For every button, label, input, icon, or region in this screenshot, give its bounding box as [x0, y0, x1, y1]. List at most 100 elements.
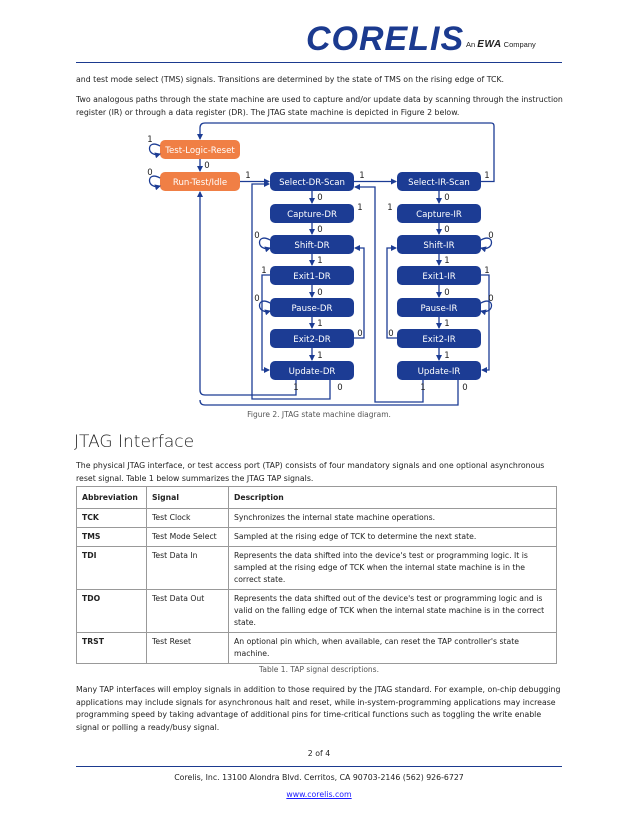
- label-capture-ir-1: 1: [387, 203, 392, 213]
- state-exit2-dr-label: Exit2-DR: [293, 335, 330, 345]
- label-update-ir-0: 0: [462, 383, 467, 393]
- label-pause-ir-to-exit2: 1: [444, 319, 449, 329]
- label-exit2-ir-0: 0: [388, 329, 393, 339]
- header-rule: [76, 62, 562, 63]
- label-capture-dr-to-shift: 0: [317, 225, 322, 235]
- arrow-pause-ir-self: [480, 300, 493, 316]
- arrow-rti-self: [148, 175, 161, 191]
- intro-paragraph-1: and test mode select (TMS) signals. Tran…: [76, 75, 505, 84]
- arrow-shift-ir-self: [480, 237, 493, 253]
- arrow-exit2-dr-to-shift-dr: [354, 245, 365, 339]
- label-exit1-dr-to-pause: 0: [317, 288, 322, 298]
- tagline-pre: An: [466, 40, 476, 49]
- table-cell-signal: Test Clock: [146, 508, 229, 528]
- state-exit1-ir-label: Exit1-IR: [422, 272, 455, 282]
- label-exit1-ir-to-pause: 0: [444, 288, 449, 298]
- state-update-dr-label: Update-DR: [289, 367, 336, 377]
- state-exit1-dr: [270, 266, 354, 285]
- transition-arrows: [148, 122, 495, 406]
- label-select-ir-to-tlr: 1: [484, 171, 489, 181]
- label-update-dr-1: 1: [293, 383, 298, 393]
- logo-brand: CORELIS: [306, 20, 465, 58]
- state-update-ir: [397, 361, 481, 380]
- state-select-ir-scan: [397, 172, 481, 191]
- transition-labels: 1 0 0 1 1 1 0 0 1 1 0 0 0 0 1 1 1 1 0 0 …: [147, 135, 493, 393]
- footer-rule: [76, 766, 562, 767]
- footer-website-link[interactable]: www.corelis.com: [286, 790, 352, 799]
- state-exit2-ir-label: Exit2-IR: [422, 335, 455, 345]
- state-capture-dr: [270, 204, 354, 223]
- figure-caption: Figure 2. JTAG state machine diagram.: [247, 410, 391, 419]
- table-row: TCK Test Clock Synchronizes the internal…: [76, 508, 557, 528]
- state-shift-dr-label: Shift-DR: [294, 241, 329, 251]
- section-paragraph: The physical JTAG interface, or test acc…: [76, 461, 545, 483]
- label-update-ir-1: 1: [420, 383, 425, 393]
- label-exit1-ir-1: 1: [484, 266, 489, 276]
- state-capture-dr-label: Capture-DR: [287, 210, 337, 220]
- table-cell-desc: Sampled at the rising edge of TCK to det…: [228, 527, 557, 547]
- state-capture-ir: [397, 204, 481, 223]
- state-pause-ir: [397, 298, 481, 317]
- state-run-test-idle-label: Run-Test/Idle: [173, 178, 227, 188]
- state-boxes: Test-Logic-Reset Run-Test/Idle Select-DR…: [160, 140, 481, 380]
- label-tlr-to-rti: 0: [204, 161, 209, 171]
- state-update-ir-label: Update-IR: [418, 367, 461, 377]
- table-cell-signal: Test Reset: [146, 632, 229, 664]
- arrow-exit1-dr-to-update-dr: [261, 274, 270, 373]
- state-pause-dr: [270, 298, 354, 317]
- state-test-logic-reset-label: Test-Logic-Reset: [164, 146, 235, 156]
- arrow-update-ir-to-select-dr: [354, 184, 424, 403]
- table-cell-desc: Represents the data shifted into the dev…: [228, 546, 557, 590]
- arrow-select-ir-to-tlr: [197, 122, 495, 183]
- state-select-dr-scan: [270, 172, 354, 191]
- table-row: TDI Test Data In Represents the data shi…: [76, 546, 557, 590]
- state-shift-ir: [397, 235, 481, 254]
- logo-tagline: An EWA Company: [466, 39, 536, 50]
- table-header-signal: Signal: [146, 486, 229, 509]
- table-header-row: Abbreviation Signal Description: [76, 486, 557, 509]
- label-select-dr-to-select-ir: 1: [359, 171, 364, 181]
- state-shift-ir-label: Shift-IR: [423, 241, 454, 251]
- arrow-tlr-self: [148, 143, 161, 159]
- arrow-exit2-ir-to-shift-ir: [386, 245, 397, 339]
- state-update-dr: [270, 361, 354, 380]
- state-exit2-ir: [397, 329, 481, 348]
- table-cell-abbr: TDI: [76, 546, 147, 590]
- table-cell-desc: An optional pin which, when available, c…: [228, 632, 557, 664]
- state-shift-dr: [270, 235, 354, 254]
- state-exit2-dr: [270, 329, 354, 348]
- label-rti-self: 0: [147, 168, 152, 178]
- arrow-update-dr-to-select-dr: [251, 181, 331, 400]
- table-cell-abbr: TCK: [76, 508, 147, 528]
- label-shift-ir-to-exit1: 1: [444, 256, 449, 266]
- table-caption: Table 1. TAP signal descriptions.: [259, 665, 379, 674]
- page-number: 2 of 4: [307, 749, 331, 758]
- table-cell-signal: Test Data Out: [146, 589, 229, 633]
- label-select-ir-to-capture: 0: [444, 193, 449, 203]
- arrow-exit1-ir-to-update-ir: [481, 274, 490, 373]
- tagline-brand: EWA: [477, 39, 502, 50]
- state-run-test-idle: [160, 172, 240, 191]
- arrow-pause-dr-self: [258, 300, 271, 316]
- state-pause-ir-label: Pause-IR: [421, 304, 458, 314]
- table-row: TRST Test Reset An optional pin which, w…: [76, 632, 557, 664]
- label-exit2-dr-0: 0: [357, 329, 362, 339]
- state-test-logic-reset: [160, 140, 240, 159]
- label-pause-dr-to-exit2: 1: [317, 319, 322, 329]
- label-shift-dr-self: 0: [254, 231, 259, 241]
- arrow-shift-dr-self: [258, 237, 271, 253]
- label-exit2-dr-to-update: 1: [317, 351, 322, 361]
- state-capture-ir-label: Capture-IR: [416, 210, 462, 220]
- closing-paragraph: Many TAP interfaces will employ signals …: [76, 685, 561, 732]
- tagline-post: Company: [503, 40, 536, 49]
- arrow-update-ir-to-rti: [199, 380, 459, 406]
- label-tlr-self: 1: [147, 135, 152, 145]
- label-exit2-ir-to-update: 1: [444, 351, 449, 361]
- state-exit1-dr-label: Exit1-DR: [293, 272, 330, 282]
- state-exit1-ir: [397, 266, 481, 285]
- intro-paragraph-2: Two analogous paths through the state ma…: [76, 95, 563, 117]
- label-select-dr-to-capture: 0: [317, 193, 322, 203]
- table-row: TMS Test Mode Select Sampled at the risi…: [76, 527, 557, 547]
- label-capture-dr-1: 1: [357, 203, 362, 213]
- state-pause-dr-label: Pause-DR: [292, 304, 333, 314]
